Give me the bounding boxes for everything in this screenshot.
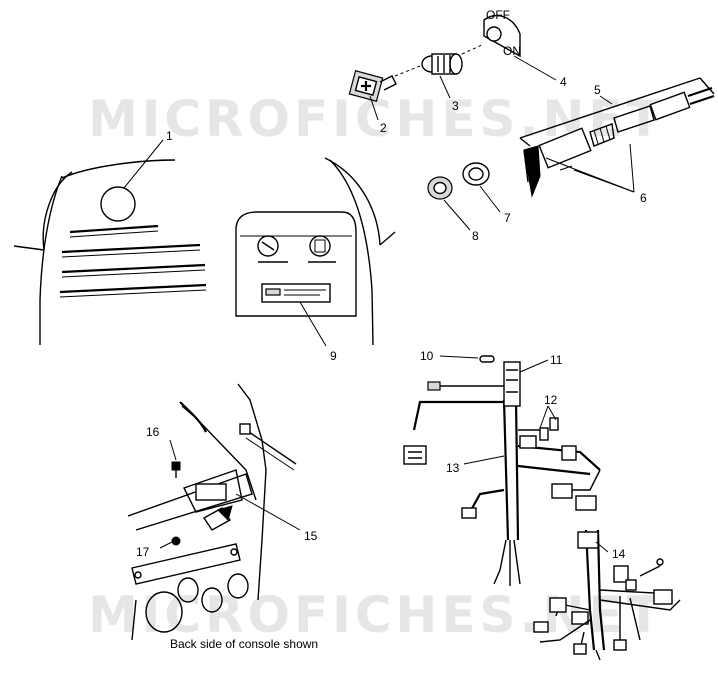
- dial-on-label: ON: [503, 44, 521, 58]
- diagram-caption: Back side of console shown: [170, 637, 318, 651]
- console-back-drawing: [127, 383, 297, 641]
- callout-11: 11: [550, 353, 563, 367]
- callout-numbers: 1 2 3 4 5 6 7 8 9 10 11 12 13 14 15 16 1…: [136, 75, 647, 561]
- callout-14: 14: [612, 547, 626, 561]
- callout-15: 15: [304, 529, 318, 543]
- callout-12: 12: [544, 393, 558, 407]
- callout-6: 6: [640, 191, 647, 205]
- indicator-lens: [100, 186, 136, 222]
- ignition-switch-assembly: OFF ON: [348, 8, 521, 102]
- callout-2: 2: [380, 121, 387, 135]
- callout-5: 5: [594, 83, 601, 97]
- nut-and-washer: [427, 162, 490, 200]
- callout-7: 7: [504, 211, 511, 225]
- callout-17: 17: [136, 545, 150, 559]
- callout-16: 16: [146, 425, 160, 439]
- callout-8: 8: [472, 229, 479, 243]
- leader-lines: [123, 55, 635, 553]
- light-switch-assembly: [519, 77, 715, 198]
- hood-console-drawing: [13, 157, 396, 346]
- watermark-bottom: MICROFICHES.NET: [88, 586, 665, 644]
- callout-1: 1: [166, 129, 173, 143]
- callout-3: 3: [452, 99, 459, 113]
- callout-13: 13: [446, 461, 460, 475]
- callout-10: 10: [420, 349, 434, 363]
- dial-off-label: OFF: [486, 8, 510, 22]
- callout-9: 9: [330, 349, 337, 363]
- callout-4: 4: [560, 75, 567, 89]
- wiring-harness-drawing: [403, 355, 681, 661]
